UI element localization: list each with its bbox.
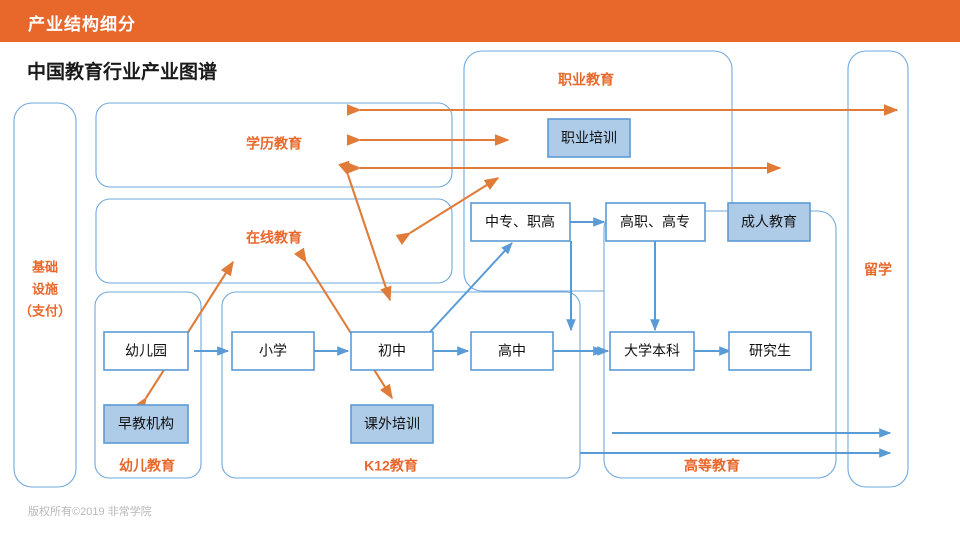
node-early-education[interactable]: 早教机构 — [103, 404, 189, 444]
node-senior-high[interactable]: 高中 — [470, 331, 554, 371]
group-preschool-education[interactable] — [94, 291, 202, 479]
node-label-kindergarten: 幼儿园 — [125, 343, 167, 359]
group-label-k12-education: K12教育 — [364, 458, 418, 474]
connector-junior-to-vocational-secondary — [429, 242, 513, 333]
group-label-vocational-education: 职业教育 — [558, 72, 614, 88]
node-label-graduate: 研究生 — [749, 343, 791, 359]
node-label-undergraduate: 大学本科 — [624, 343, 680, 359]
group-study-abroad[interactable] — [847, 50, 909, 488]
node-label-junior-high: 初中 — [378, 343, 406, 359]
node-label-after-school-training: 课外培训 — [364, 416, 420, 432]
node-label-vocational-secondary: 中专、职高 — [485, 214, 555, 230]
node-label-early-education: 早教机构 — [118, 416, 174, 432]
group-label-infrastructure-line1: 基础 — [31, 259, 58, 274]
group-label-infrastructure-line3: （支付） — [19, 303, 71, 318]
node-vocational-secondary[interactable]: 中专、职高 — [470, 202, 571, 242]
arrow-online-to-vocational — [395, 177, 500, 245]
node-vocational-college[interactable]: 高职、高专 — [605, 202, 706, 242]
group-higher-education[interactable] — [603, 210, 837, 479]
arrow-online-to-after-school — [293, 247, 393, 400]
group-label-preschool-education: 幼儿教育 — [119, 458, 175, 474]
group-label-study-abroad: 留学 — [864, 262, 892, 278]
node-graduate[interactable]: 研究生 — [728, 331, 812, 371]
group-label-degree-education: 学历教育 — [246, 136, 302, 152]
header-title: 产业结构细分 — [28, 15, 136, 34]
node-vocational-training[interactable]: 职业培训 — [547, 118, 631, 158]
node-after-school-training[interactable]: 课外培训 — [350, 404, 434, 444]
group-label-infrastructure-line2: 设施 — [32, 281, 58, 296]
group-label-online-education: 在线教育 — [246, 230, 302, 246]
node-undergraduate[interactable]: 大学本科 — [609, 331, 695, 371]
node-label-vocational-college: 高职、高专 — [620, 214, 690, 230]
node-label-adult-education: 成人教育 — [741, 214, 797, 230]
node-label-primary-school: 小学 — [259, 343, 287, 359]
node-primary-school[interactable]: 小学 — [231, 331, 315, 371]
header-bar — [0, 0, 960, 42]
node-kindergarten[interactable]: 幼儿园 — [103, 331, 189, 371]
node-label-senior-high: 高中 — [498, 343, 526, 359]
group-label-higher-education: 高等教育 — [684, 458, 740, 474]
group-k12-education[interactable] — [221, 291, 581, 479]
arrow-online-to-early-education — [133, 260, 234, 413]
node-label-vocational-training: 职业培训 — [561, 130, 617, 146]
page-title: 中国教育行业产业图谱 — [27, 62, 218, 83]
group-infrastructure[interactable] — [13, 102, 77, 488]
copyright-footer: 版权所有©2019 非常学院 — [28, 506, 152, 518]
node-adult-education[interactable]: 成人教育 — [727, 202, 811, 242]
node-junior-high[interactable]: 初中 — [350, 331, 434, 371]
